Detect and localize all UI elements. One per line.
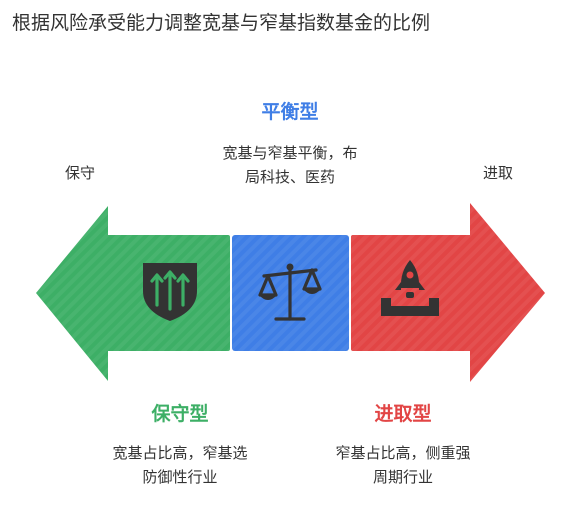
aggressive-desc-line-2: 周期行业 [372,468,433,486]
right-end-label: 进取 [482,164,513,182]
aggressive-desc-line-1: 窄基占比高，侧重强 [335,444,471,462]
balanced-desc-line-2: 局科技、医药 [244,168,335,186]
aggressive-arrow [351,203,545,382]
rocket-icon [381,260,439,316]
conservative-description: 宽基占比高，窄基选 防御性行业 [60,441,300,489]
left-end-label: 保守 [64,164,95,182]
conservative-desc-line-1: 宽基占比高，窄基选 [112,444,248,462]
conservative-heading: 保守型 [151,403,209,425]
balanced-desc-line-1: 宽基与窄基平衡，布 [222,144,358,162]
aggressive-description: 窄基占比高，侧重强 周期行业 [283,441,523,489]
page-title: 根据风险承受能力调整宽基与窄基指数基金的比例 [12,12,431,34]
shield-arrows-icon [143,263,197,321]
balanced-heading: 平衡型 [261,101,319,123]
conservative-desc-line-2: 防御性行业 [142,468,218,486]
scale-icon [258,263,322,321]
aggressive-heading: 进取型 [374,403,432,425]
balanced-description: 宽基与窄基平衡，布 局科技、医药 [170,141,410,189]
conservative-arrow [36,206,230,381]
